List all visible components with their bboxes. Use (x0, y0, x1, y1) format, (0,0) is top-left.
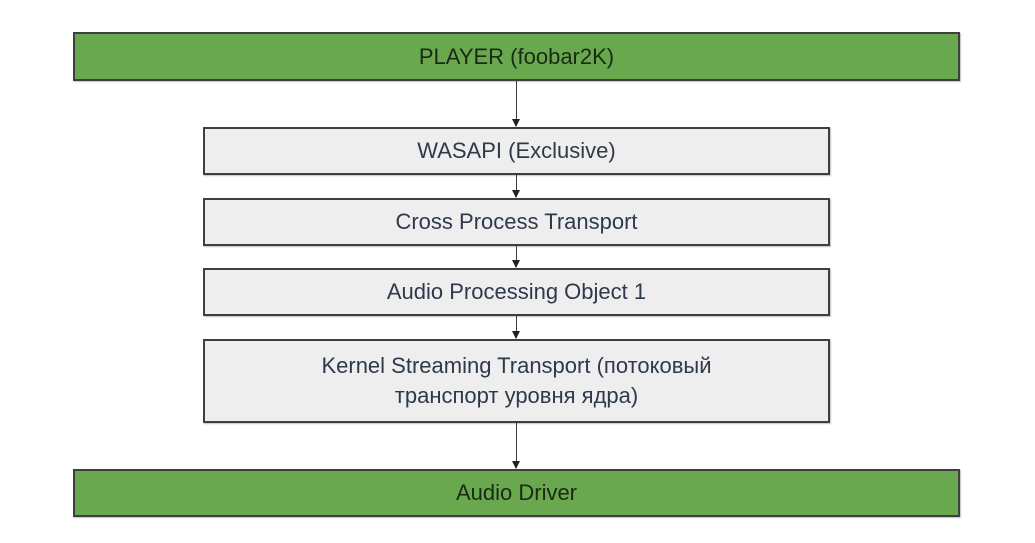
audio-driver-node: Audio Driver (73, 469, 960, 517)
player-label: PLAYER (foobar2K) (418, 43, 615, 69)
arrow-apo-to-kst (512, 316, 520, 339)
kernel-streaming-label-line1: Kernel Streaming Transport (потоковый (321, 353, 712, 378)
cross-process-transport-node: Cross Process Transport (203, 198, 830, 246)
audio-processing-object-label: Audio Processing Object 1 (386, 279, 647, 304)
arrow-kst-to-driver (512, 423, 520, 469)
cross-process-transport-label: Cross Process Transport (395, 209, 638, 234)
kernel-streaming-transport-node: Kernel Streaming Transport (потоковый тр… (203, 339, 830, 423)
arrow-wasapi-to-cpt (512, 175, 520, 198)
audio-processing-object-node: Audio Processing Object 1 (203, 268, 830, 316)
arrow-cpt-to-apo (512, 246, 520, 268)
kernel-streaming-label-line2: транспорт уровня ядра) (394, 383, 639, 408)
wasapi-label: WASAPI (Exclusive) (417, 138, 616, 163)
arrow-player-to-wasapi (512, 81, 520, 127)
wasapi-node: WASAPI (Exclusive) (203, 127, 830, 175)
player-node: PLAYER (foobar2K) (73, 32, 960, 81)
audio-driver-label: Audio Driver (455, 480, 578, 505)
